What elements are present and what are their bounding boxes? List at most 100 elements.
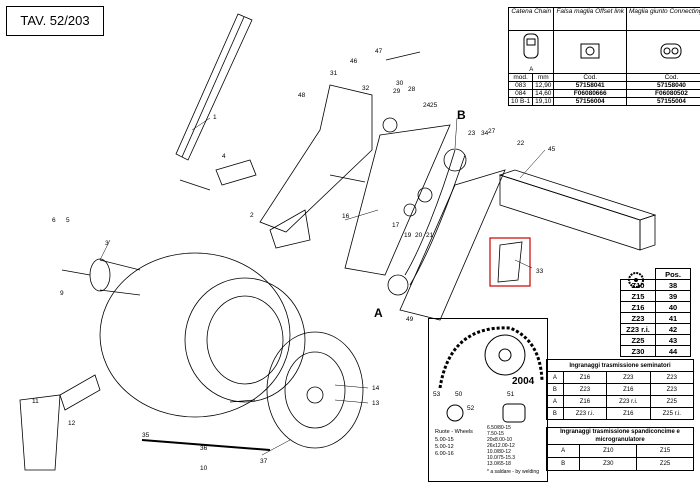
chain-guard bbox=[399, 169, 506, 321]
table-row: Z23 r.i.42 bbox=[620, 323, 691, 335]
callout-20: 20 bbox=[415, 232, 423, 239]
callout-23: 23 bbox=[468, 130, 476, 137]
sub-header-cod: Cod. bbox=[626, 73, 700, 82]
welding-note: * a saldare - by welding bbox=[487, 469, 539, 475]
year-label: 2004 bbox=[512, 376, 535, 387]
arm-bracket bbox=[259, 84, 373, 233]
callout-1: 1 bbox=[213, 114, 217, 121]
table-row: 10 B-1 19,10 57156004 57155004 bbox=[507, 97, 700, 106]
callout-13: 13 bbox=[372, 400, 380, 407]
callout-17: 17 bbox=[392, 222, 400, 229]
callout-2: 2 bbox=[250, 212, 254, 219]
callout-9: 9 bbox=[60, 290, 64, 297]
callout-51: 51 bbox=[507, 391, 515, 398]
callout-33: 33 bbox=[536, 268, 544, 275]
callout-36: 36 bbox=[200, 445, 208, 452]
callout-28: 28 bbox=[408, 86, 416, 93]
page-title: TAV. 52/203 bbox=[6, 6, 104, 36]
fertilizer-table-title: Ingranaggi trasmissione spandiconcime e … bbox=[546, 427, 694, 445]
label-b: B bbox=[457, 108, 466, 122]
hub bbox=[89, 258, 111, 292]
fertilizer-gear-table: Ingranaggi trasmissione spandiconcime e … bbox=[545, 427, 694, 471]
callout-30: 30 bbox=[396, 80, 404, 87]
sub-header-mod: mod. bbox=[507, 73, 534, 82]
chain-image-cell: A bbox=[507, 30, 555, 74]
table-row: 083 12,90 57158041 57158040 bbox=[507, 81, 700, 90]
offset-link-image bbox=[553, 30, 627, 74]
frame-bar bbox=[175, 13, 253, 161]
callout-27: 27 bbox=[488, 128, 496, 135]
connecting-col-header: Maglia giunto Connecting link bbox=[626, 7, 700, 31]
callout-10: 10 bbox=[200, 465, 208, 472]
connecting-link-image bbox=[626, 30, 700, 74]
callout-5: 5 bbox=[66, 217, 70, 224]
callout-14: 14 bbox=[372, 385, 380, 392]
callout-4: 4 bbox=[222, 153, 226, 160]
callout-3: 3 bbox=[105, 240, 109, 247]
seeder-table-title: Ingranaggi trasmissione seminatori bbox=[546, 359, 694, 372]
tire-outer bbox=[99, 252, 291, 418]
chain-icon bbox=[523, 33, 539, 59]
callout-53: 53 bbox=[433, 391, 441, 398]
callout-52: 52 bbox=[467, 405, 475, 412]
callout-32: 32 bbox=[362, 85, 370, 92]
callout-31: 31 bbox=[330, 70, 338, 77]
callout-25: 25 bbox=[430, 102, 438, 109]
offset-col-header: Falsa maglia Offset link bbox=[553, 7, 627, 31]
sprocket-a bbox=[387, 274, 409, 296]
bolt-47 bbox=[385, 51, 421, 61]
callout-22: 22 bbox=[517, 140, 525, 147]
callout-50: 50 bbox=[455, 391, 463, 398]
callout-11: 11 bbox=[32, 398, 39, 405]
tire-inner bbox=[184, 277, 306, 403]
square-tube bbox=[499, 174, 641, 251]
callout-48: 48 bbox=[298, 92, 306, 99]
chain-col-header: Catena Chain bbox=[507, 7, 555, 31]
wheel-inset: 53 50 52 51 Ruote - Wheels 5.00-15 5.00-… bbox=[428, 318, 548, 482]
callout-45: 45 bbox=[548, 146, 556, 153]
callout-21: 21 bbox=[426, 232, 434, 239]
callout-19: 19 bbox=[404, 232, 412, 239]
sprocket-b bbox=[443, 148, 467, 172]
callout-12: 12 bbox=[68, 420, 76, 427]
pos-header: Pos. bbox=[655, 268, 691, 280]
wheels-label: Ruote - Wheels bbox=[435, 429, 473, 435]
callout-47: 47 bbox=[375, 48, 383, 55]
highlight-33 bbox=[489, 237, 531, 287]
callout-37: 37 bbox=[260, 458, 268, 465]
callout-16: 16 bbox=[342, 213, 350, 220]
callout-46: 46 bbox=[350, 58, 358, 65]
inset-wheel-drawing bbox=[438, 326, 544, 388]
callout-24: 24 bbox=[423, 102, 431, 109]
chain bbox=[404, 149, 456, 276]
label-a: A bbox=[374, 306, 383, 320]
callout-6: 6 bbox=[52, 217, 56, 224]
side-plate bbox=[344, 124, 451, 276]
inset-parts-drawing bbox=[446, 403, 526, 423]
table-row: 084 14,60 F06080666 F06080502 bbox=[507, 89, 700, 98]
chain-table: Catena Chain Falsa maglia Offset link Ma… bbox=[507, 7, 700, 106]
scraper bbox=[19, 394, 61, 471]
sub-header-cod: Cod. bbox=[553, 73, 627, 82]
offset-link-icon bbox=[580, 43, 600, 59]
connecting-link-icon bbox=[660, 43, 682, 59]
sub-header-mm: mm bbox=[532, 73, 555, 82]
callout-29: 29 bbox=[393, 88, 401, 95]
callout-34: 34 bbox=[481, 130, 489, 137]
